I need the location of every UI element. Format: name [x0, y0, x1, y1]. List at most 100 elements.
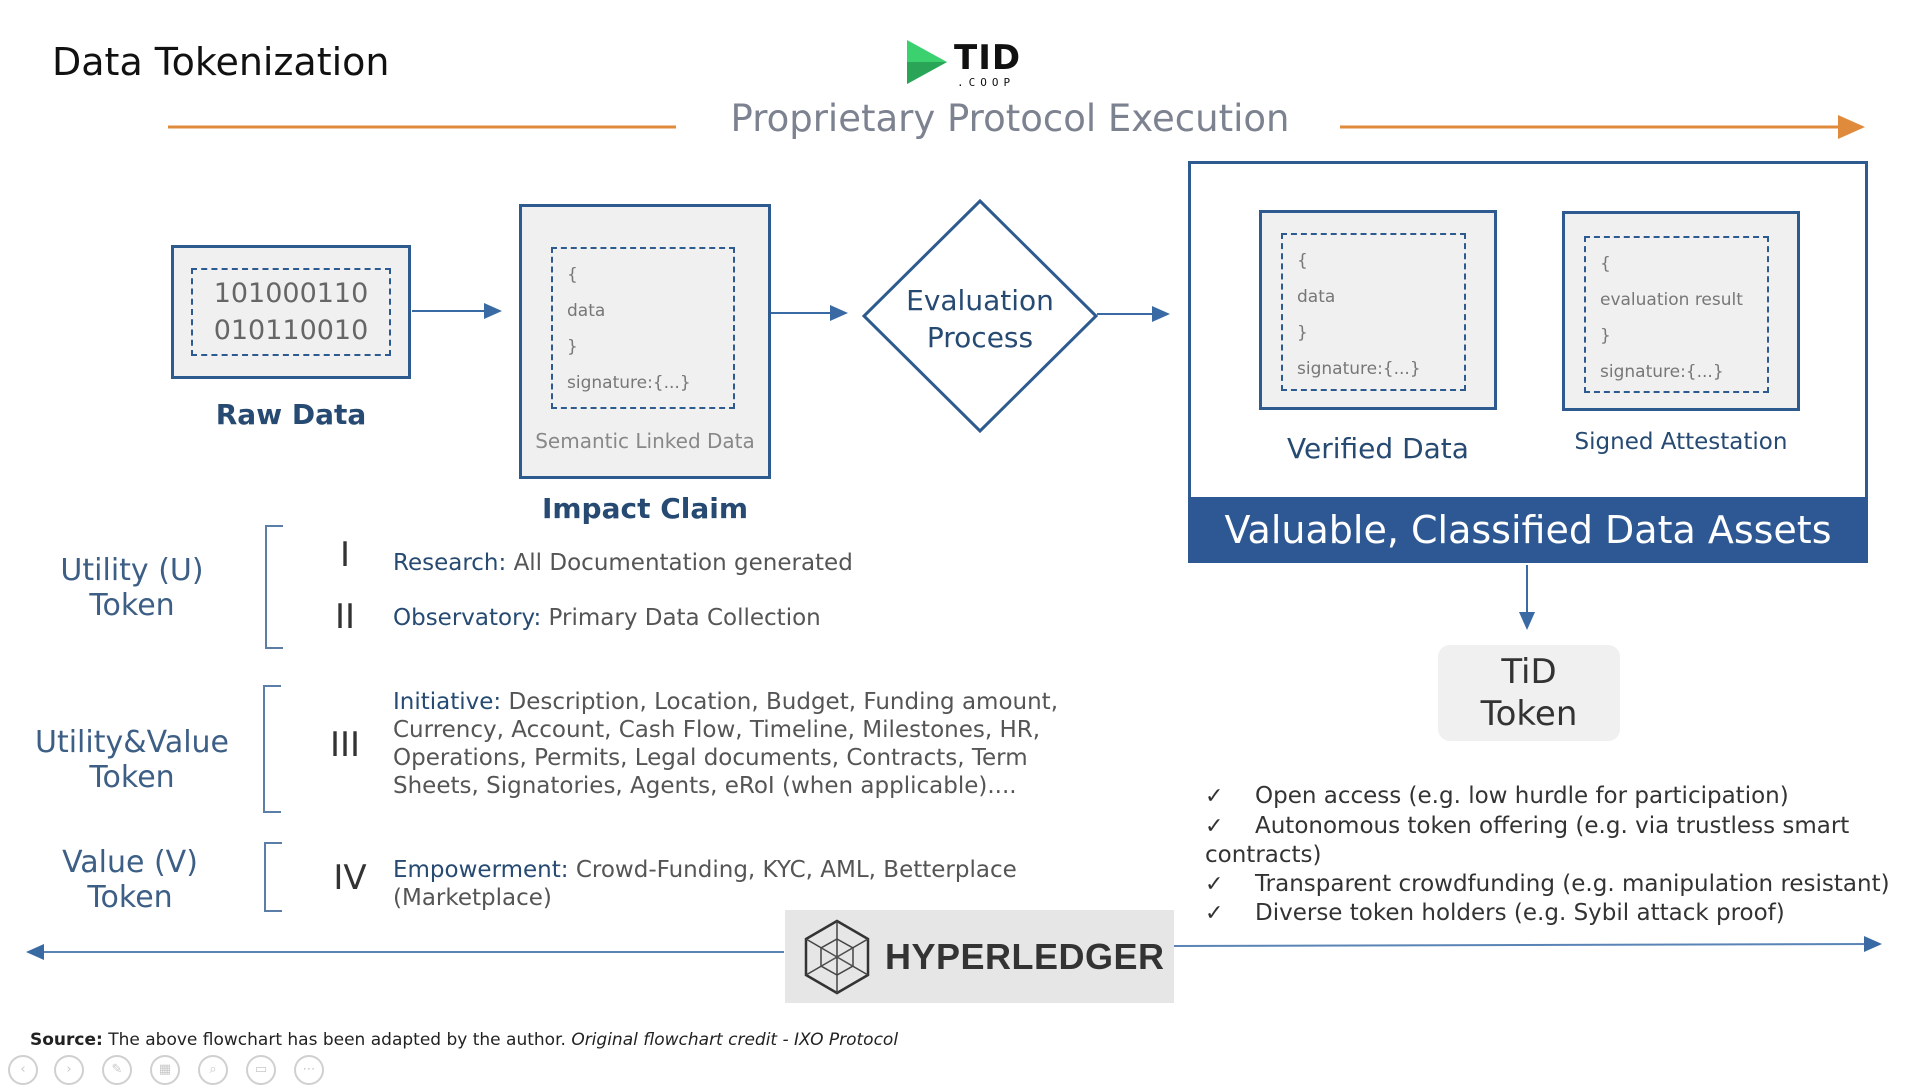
benefit-text: Diverse token holders (e.g. Sybil attack… [1255, 900, 1785, 926]
source-note: Source: The above flowchart has been ada… [30, 1030, 898, 1050]
token-type-line-2: Token [87, 880, 173, 915]
benefit-text: Autonomous token offering (e.g. via trus… [1205, 812, 1850, 869]
code-open: { [567, 265, 578, 285]
code-data: data [1297, 287, 1336, 307]
tier-numeral-1: I [339, 535, 351, 575]
benefit-item: ✓Autonomous token offering (e.g. via tru… [1205, 812, 1920, 870]
hyperledger-logo: HYPERLEDGER [785, 910, 1174, 1003]
tier-text-3: Operations, Permits, Legal documents, Co… [393, 745, 1028, 771]
hyperledger-icon [804, 919, 870, 995]
source-credit: Original flowchart credit - IXO Protocol [571, 1030, 899, 1050]
benefit-item: ✓ Open access (e.g. low hurdle for partic… [1205, 782, 1920, 812]
token-type-line-2: Token [89, 588, 175, 623]
pen-icon[interactable]: ✎ [102, 1055, 132, 1085]
code-open: { [1600, 254, 1611, 274]
tier-text: All Documentation generated [513, 550, 853, 576]
zoom-icon[interactable]: ⌕ [198, 1055, 228, 1085]
evaluation-line-1: Evaluation [906, 284, 1054, 317]
ledger-line-right [1173, 936, 1882, 953]
bracket-utility [265, 525, 283, 649]
token-type-line-2: Token [89, 760, 175, 795]
more-icon[interactable]: ⋯ [294, 1055, 324, 1085]
tid-logo: TID .COOP [905, 38, 1035, 90]
token-type-line-1: Value (V) [62, 845, 198, 880]
code-close: } [1600, 326, 1611, 346]
logo-text: TID [954, 38, 1022, 78]
protocol-title: Proprietary Protocol Execution [730, 97, 1290, 140]
impact-claim-label: Impact Claim [541, 492, 749, 525]
tier-text-2: Currency, Account, Cash Flow, Timeline, … [393, 717, 1041, 743]
source-text: The above flowchart has been adapted by … [108, 1030, 566, 1050]
tier-text: Primary Data Collection [548, 605, 821, 631]
tid-token-line-1: TiD [1501, 652, 1557, 692]
tier-text-1: Description, Location, Budget, Funding a… [508, 689, 1059, 715]
code-open: { [1297, 251, 1308, 271]
raw-data-line-1: 101000110 [213, 278, 369, 309]
benefit-text: Open access (e.g. low hurdle for partici… [1255, 783, 1789, 809]
next-icon[interactable]: › [54, 1055, 84, 1085]
signed-attestation-box: { evaluation result } signature:{...} [1562, 211, 1800, 411]
tier-text-2: (Marketplace) [393, 885, 552, 911]
code-close: } [1297, 323, 1308, 343]
benefit-text: Transparent crowdfunding (e.g. manipulat… [1255, 870, 1890, 897]
impact-claim-caption: Semantic Linked Data [535, 429, 755, 453]
token-type-line-1: Utility (U) [60, 553, 204, 588]
data-assets-bar: Valuable, Classified Data Assets [1188, 497, 1868, 563]
logo-subtext: .COOP [957, 76, 1016, 89]
raw-data-label: Raw Data [215, 398, 367, 431]
tier-numeral-4: IV [333, 858, 367, 898]
impact-claim-box: { data } signature:{...} Semantic Linked… [519, 204, 771, 479]
tier-title: Initiative: [393, 689, 502, 715]
slides-icon[interactable]: ▦ [150, 1055, 180, 1085]
code-signature: signature:{...} [1600, 362, 1724, 382]
check-icon: ✓ [1205, 784, 1224, 809]
tid-token-box: TiD Token [1438, 645, 1620, 741]
code-data: evaluation result [1600, 290, 1743, 310]
token-type-utility: Utility (U) Token [42, 553, 222, 623]
bracket-value [264, 842, 282, 912]
impact-claim-code: { data } signature:{...} [551, 247, 735, 409]
slide-title: Data Tokenization [52, 40, 390, 84]
tier-text-4: Sheets, Signatories, Agents, eRoI (when … [393, 773, 1017, 799]
token-type-value: Value (V) Token [40, 845, 220, 915]
evaluation-diamond [861, 198, 1099, 434]
source-prefix: Source: [30, 1030, 103, 1050]
tier-numeral-2: II [334, 597, 356, 637]
benefits-list: ✓ Open access (e.g. low hurdle for partic… [1205, 782, 1920, 929]
hyperledger-text: HYPERLEDGER [885, 936, 1165, 977]
code-close: } [567, 337, 578, 357]
evaluation-process-text: Evaluation Process [880, 282, 1080, 356]
code-signature: signature:{...} [567, 373, 691, 393]
token-type-utility-value: Utility&Value Token [32, 725, 232, 795]
code-data: data [567, 301, 606, 321]
play-logo-icon [907, 40, 947, 84]
benefit-item: ✓Diverse token holders (e.g. Sybil attac… [1205, 899, 1920, 929]
verified-data-code: { data } signature:{...} [1281, 233, 1466, 391]
tier-numeral-3: III [329, 725, 361, 765]
check-icon: ✓ [1205, 813, 1224, 839]
subtitles-icon[interactable]: ▭ [246, 1055, 276, 1085]
benefit-item: ✓ Transparent crowdfunding (e.g. manipula… [1205, 870, 1920, 900]
tier-observatory: Observatory: Primary Data Collection [393, 604, 821, 632]
tier-title: Empowerment: [393, 857, 569, 883]
check-icon: ✓ [1205, 871, 1224, 897]
raw-data-inner: 101000110 010110010 [191, 268, 391, 356]
tier-initiative: Initiative: Description, Location, Budge… [393, 688, 1058, 800]
prev-icon[interactable]: ‹ [8, 1055, 38, 1085]
tier-title: Observatory: [393, 605, 542, 631]
bracket-utility-value [263, 685, 281, 813]
tier-empowerment: Empowerment: Crowd-Funding, KYC, AML, Be… [393, 856, 1017, 912]
verified-data-box: { data } signature:{...} [1259, 210, 1497, 410]
tier-text-1: Crowd-Funding, KYC, AML, Betterplace [575, 857, 1017, 883]
verified-data-label: Verified Data [1287, 432, 1469, 465]
raw-data-box: 101000110 010110010 [171, 245, 411, 379]
evaluation-line-2: Process [926, 321, 1034, 354]
tier-research: Research: All Documentation generated [393, 549, 853, 577]
token-type-line-1: Utility&Value [34, 725, 230, 760]
tier-title: Research: [393, 550, 507, 576]
raw-data-line-2: 010110010 [213, 315, 369, 346]
tid-token-line-2: Token [1480, 694, 1578, 734]
code-signature: signature:{...} [1297, 359, 1421, 379]
signed-attestation-code: { evaluation result } signature:{...} [1584, 236, 1769, 393]
